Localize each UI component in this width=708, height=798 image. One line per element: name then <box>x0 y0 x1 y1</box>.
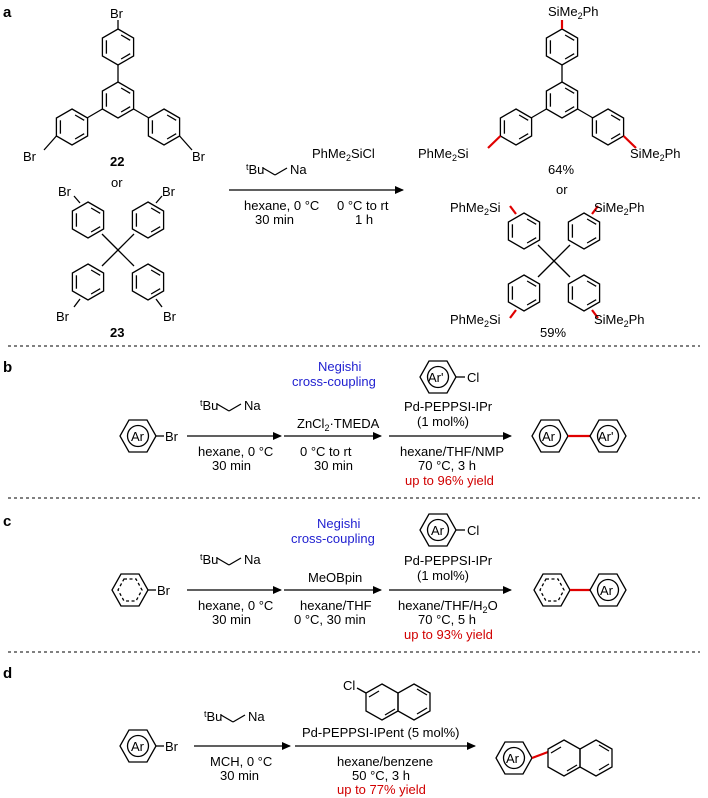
tbu-label-a: tBu <box>246 162 264 177</box>
negishi-heading-c2: cross-coupling <box>291 531 375 546</box>
br-label-c: Br <box>157 583 171 598</box>
panel-label-d: d <box>3 665 12 682</box>
product-ar-prime-label-b: Ar' <box>598 429 613 444</box>
or-left: or <box>111 175 123 190</box>
reagent-meobpin: MeOBpin <box>308 570 362 585</box>
product-tris-silyl-structure <box>487 20 637 149</box>
ar-label-d: Ar <box>131 739 145 754</box>
or-right: or <box>556 182 568 197</box>
aryl-naphthalene-product <box>495 739 613 777</box>
conditions-c1-line1: hexane, 0 °C <box>198 598 273 613</box>
na-label-b: Na <box>244 398 261 413</box>
heteroaryl-bromide-c <box>111 573 156 607</box>
conditions-a2-line1: 0 °C to rt <box>337 198 389 213</box>
cl-label-c: Cl <box>467 523 479 538</box>
yield-b: up to 96% yield <box>405 473 494 488</box>
br-label-23-tr: Br <box>162 184 176 199</box>
br-label-b: Br <box>165 429 179 444</box>
silyl-23-bl: PhMe2Si <box>450 312 501 329</box>
ar-label-b: Ar <box>131 429 145 444</box>
conditions-d1-line2: 30 min <box>220 768 259 783</box>
na-label-d: Na <box>248 709 265 724</box>
silyl-23-tr: SiMe2Ph <box>594 200 645 217</box>
ar-prime-label-b: Ar' <box>428 370 443 385</box>
conditions-c2-line2: 0 °C, 30 min <box>294 612 366 627</box>
yield-product-2: 59% <box>540 325 566 340</box>
silyl-23-tl: PhMe2Si <box>450 200 501 217</box>
product-ar-label-d: Ar <box>506 751 520 766</box>
compound-22-label: 22 <box>110 154 124 169</box>
catalyst-c: Pd-PEPPSI-IPr <box>404 553 493 568</box>
compound-23-label: 23 <box>110 325 124 340</box>
silyl-top: SiMe2Ph <box>548 4 599 21</box>
loading-c: (1 mol%) <box>417 568 469 583</box>
aryl-chloride-c <box>419 513 465 547</box>
na-label-c: Na <box>244 552 261 567</box>
br-label-top: Br <box>110 6 124 21</box>
conditions-a1-line1: hexane, 0 °C <box>244 198 319 213</box>
loading-b: (1 mol%) <box>417 414 469 429</box>
aryl-bromide-b <box>119 419 164 453</box>
br-label-23-bl: Br <box>56 309 70 324</box>
conditions-c2-line1: hexane/THF <box>300 598 372 613</box>
ar-label-c-reagent: Ar <box>431 523 445 538</box>
panel-label-a: a <box>3 4 12 21</box>
br-label-23-tl: Br <box>58 184 72 199</box>
conditions-b1-line2: 30 min <box>212 458 251 473</box>
conditions-b3-line2: 70 °C, 3 h <box>418 458 476 473</box>
reagent-silyl-chloride: PhMe2SiCl <box>312 146 375 163</box>
catalyst-d: Pd-PEPPSI-IPent (5 mol%) <box>302 725 460 740</box>
cl-label-d: Cl <box>343 678 355 693</box>
conditions-d1-line1: MCH, 0 °C <box>210 754 272 769</box>
cl-label-b: Cl <box>467 370 479 385</box>
conditions-a2-line2: 1 h <box>355 212 373 227</box>
compound-23-structure <box>71 195 165 308</box>
tbu-label-d: tBu <box>204 709 222 724</box>
tbu-label-c: tBu <box>200 552 218 567</box>
yield-c: up to 93% yield <box>404 627 493 642</box>
conditions-d2-line1: hexane/benzene <box>337 754 433 769</box>
conditions-c3-line2: 70 °C, 5 h <box>418 612 476 627</box>
product-tetra-silyl-structure <box>507 205 601 319</box>
product-ar-label-b: Ar <box>542 429 556 444</box>
biaryl-product-c <box>533 573 627 607</box>
negishi-heading-c1: Negishi <box>317 516 360 531</box>
catalyst-b: Pd-PEPPSI-IPr <box>404 399 493 414</box>
conditions-d2-line2: 50 °C, 3 h <box>352 768 410 783</box>
biaryl-product-b <box>531 419 627 453</box>
conditions-b3-line1: hexane/THF/NMP <box>400 444 504 459</box>
conditions-b2-line2: 30 min <box>314 458 353 473</box>
compound-22-structure <box>43 20 193 151</box>
conditions-c1-line2: 30 min <box>212 612 251 627</box>
br-label-left: Br <box>23 149 37 164</box>
conditions-c3-line1: hexane/THF/H2O <box>398 598 498 615</box>
conditions-a1-line2: 30 min <box>255 212 294 227</box>
aryl-chloride-b <box>419 360 465 394</box>
conditions-b1-line1: hexane, 0 °C <box>198 444 273 459</box>
tbu-label-b: tBu <box>200 398 218 413</box>
silyl-23-br: SiMe2Ph <box>594 312 645 329</box>
silyl-right: SiMe2Ph <box>630 146 681 163</box>
conditions-b2-line1: 0 °C to rt <box>300 444 352 459</box>
negishi-heading-b2: cross-coupling <box>292 374 376 389</box>
br-label-23-br: Br <box>163 309 177 324</box>
aryl-bromide-d <box>119 729 164 763</box>
br-label-right: Br <box>192 149 206 164</box>
na-label-a: Na <box>290 162 307 177</box>
reagent-zncl2: ZnCl2·TMEDA <box>297 416 380 433</box>
yield-product-1: 64% <box>548 162 574 177</box>
br-label-d: Br <box>165 739 179 754</box>
negishi-heading-b1: Negishi <box>318 359 361 374</box>
panel-label-b: b <box>3 359 12 376</box>
silyl-left: PhMe2Si <box>418 146 469 163</box>
chloronaphthalene-reagent <box>356 683 431 721</box>
product-ar-label-c: Ar <box>600 583 614 598</box>
yield-d: up to 77% yield <box>337 782 426 797</box>
panel-label-c: c <box>3 513 11 530</box>
